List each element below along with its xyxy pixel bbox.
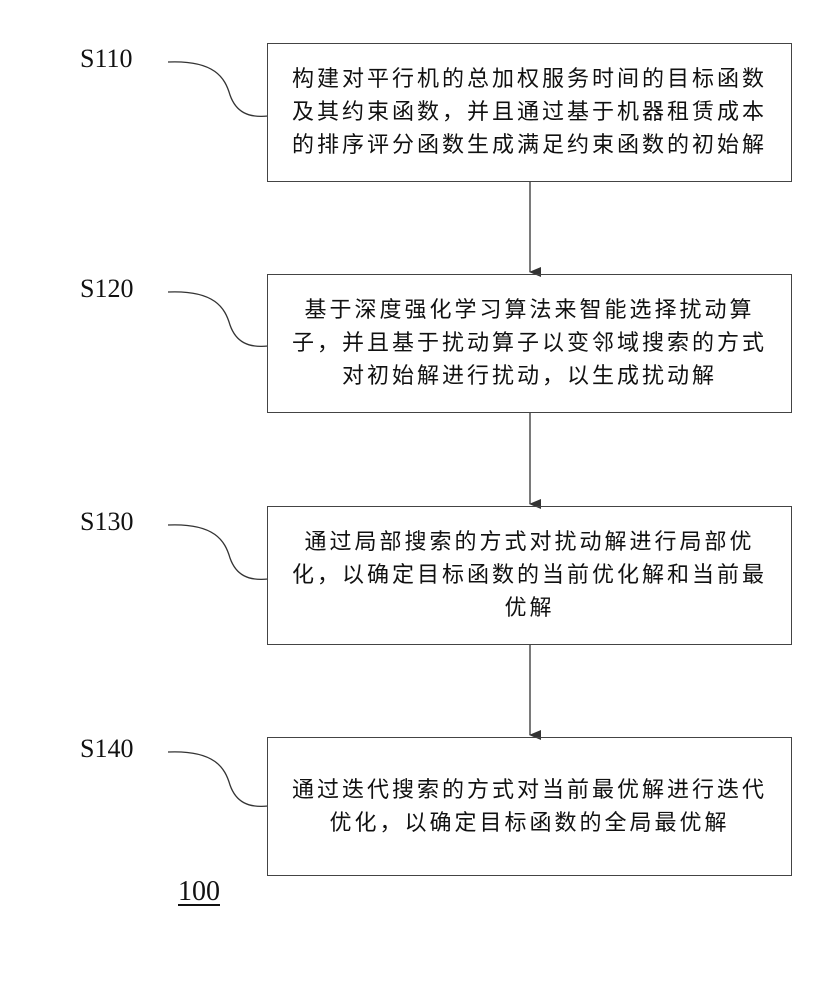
leader-line-s110 bbox=[168, 62, 268, 117]
leader-line-s130 bbox=[168, 525, 268, 580]
step-box-s110: 构建对平行机的总加权服务时间的目标函数及其约束函数，并且通过基于机器租赁成本的排… bbox=[267, 43, 792, 182]
step-text-s110: 构建对平行机的总加权服务时间的目标函数及其约束函数，并且通过基于机器租赁成本的排… bbox=[282, 63, 777, 162]
step-text-s130: 通过局部搜索的方式对扰动解进行局部优化，以确定目标函数的当前优化解和当前最优解 bbox=[282, 526, 777, 625]
step-label-s120: S120 bbox=[80, 274, 133, 304]
step-label-s140: S140 bbox=[80, 734, 133, 764]
step-label-s130: S130 bbox=[80, 507, 133, 537]
figure-reference-number: 100 bbox=[178, 876, 220, 908]
leader-line-s120 bbox=[168, 292, 268, 347]
step-text-s120: 基于深度强化学习算法来智能选择扰动算子，并且基于扰动算子以变邻域搜索的方式对初始… bbox=[282, 294, 777, 393]
step-box-s140: 通过迭代搜索的方式对当前最优解进行迭代优化，以确定目标函数的全局最优解 bbox=[267, 737, 792, 876]
step-box-s120: 基于深度强化学习算法来智能选择扰动算子，并且基于扰动算子以变邻域搜索的方式对初始… bbox=[267, 274, 792, 413]
step-text-s140: 通过迭代搜索的方式对当前最优解进行迭代优化，以确定目标函数的全局最优解 bbox=[282, 774, 777, 840]
step-label-s110: S110 bbox=[80, 44, 133, 74]
step-box-s130: 通过局部搜索的方式对扰动解进行局部优化，以确定目标函数的当前优化解和当前最优解 bbox=[267, 506, 792, 645]
leader-line-s140 bbox=[168, 752, 268, 807]
